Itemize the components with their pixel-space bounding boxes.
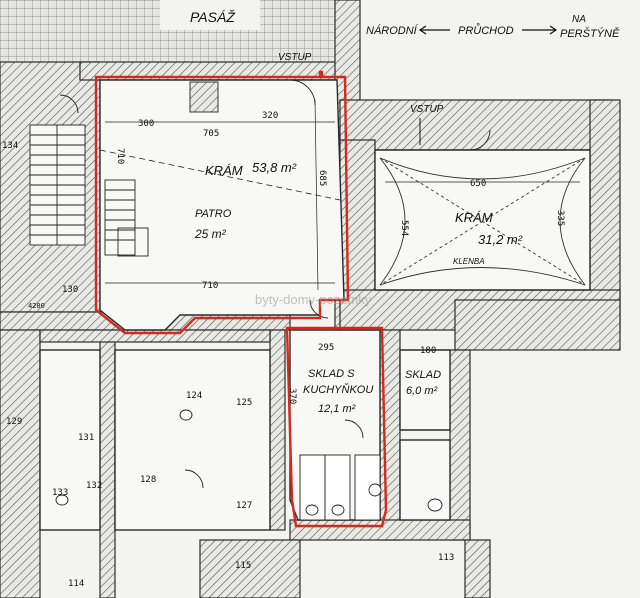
room-number-114: 114	[68, 579, 84, 589]
kram2-dim-width: 650	[470, 179, 486, 189]
arrow-left-icon	[418, 25, 450, 35]
room-number-4200: 4200	[28, 302, 45, 310]
sklad1-dim-width: 295	[318, 343, 334, 353]
room-number-115: 115	[235, 561, 251, 571]
kram2-dim-right: 335	[555, 210, 565, 226]
staircase	[29, 124, 86, 246]
room-number-125: 125	[236, 398, 252, 408]
room-number-133: 133	[52, 488, 68, 498]
narodni-label: NÁRODNÍ	[366, 24, 419, 37]
passage-label: PASÁŽ	[190, 9, 235, 25]
sklad2-name: SKLAD	[405, 369, 441, 381]
room-number-132: 132	[86, 481, 102, 491]
sklad1-line1: SKLAD S	[308, 368, 355, 380]
vault-lines	[379, 157, 586, 286]
kram1-dim-bottom: 710	[202, 281, 218, 291]
sklad2-area: 6,0 m²	[406, 385, 438, 397]
vstup-right-label: VSTUP	[410, 104, 444, 115]
room-number-131: 131	[78, 433, 94, 443]
kram1-dim-top-left: 300	[138, 119, 154, 129]
room-number-129: 129	[6, 417, 22, 427]
kram2-dim-left: 554	[399, 220, 409, 236]
kram1-dim-left: 710	[115, 148, 125, 164]
patro-name: PATRO	[195, 208, 232, 220]
perstyne-label: PERŠTÝNĚ	[560, 27, 620, 40]
kram1-name: KRÁM	[205, 163, 243, 178]
sklad1-dim-height: 370	[287, 388, 297, 404]
kram1-area: 53,8 m²	[252, 160, 297, 175]
sklad1-line2: KUCHYŇKOU	[303, 383, 373, 396]
mezzanine-stairs	[99, 81, 341, 257]
highlighted-premises	[94, 70, 388, 528]
room-number-113: 113	[438, 553, 454, 563]
sklad2-dim-width: 180	[420, 346, 436, 356]
kram1-dim-top-mid: 705	[203, 129, 219, 139]
walls	[0, 0, 621, 598]
patro-area: 25 m²	[194, 227, 227, 241]
kram2-vault-label: KLENBA	[453, 257, 485, 266]
room-fills	[39, 79, 591, 531]
pruchod-label: PRŮCHOD	[458, 23, 514, 37]
door-swings	[59, 79, 491, 489]
room-number-130: 130	[62, 285, 78, 295]
watermark: byty-domy-pozemky	[255, 292, 372, 307]
room-number-128: 128	[140, 475, 156, 485]
room-number-127: 127	[236, 501, 252, 511]
fixtures	[55, 409, 443, 521]
na-label: NA	[572, 14, 586, 25]
sklad1-area: 12,1 m²	[318, 403, 356, 415]
kram1-dim-right: 685	[317, 170, 327, 186]
room-number-124: 124	[186, 391, 202, 401]
room-number-134: 134	[2, 141, 18, 151]
vstup-top-label: VSTUP	[278, 52, 312, 63]
kram2-name: KRÁM	[455, 210, 493, 225]
kram1-dim-top-right: 320	[262, 111, 278, 121]
kram2-area: 31,2 m²	[478, 232, 523, 247]
arrow-right-icon	[522, 25, 558, 35]
